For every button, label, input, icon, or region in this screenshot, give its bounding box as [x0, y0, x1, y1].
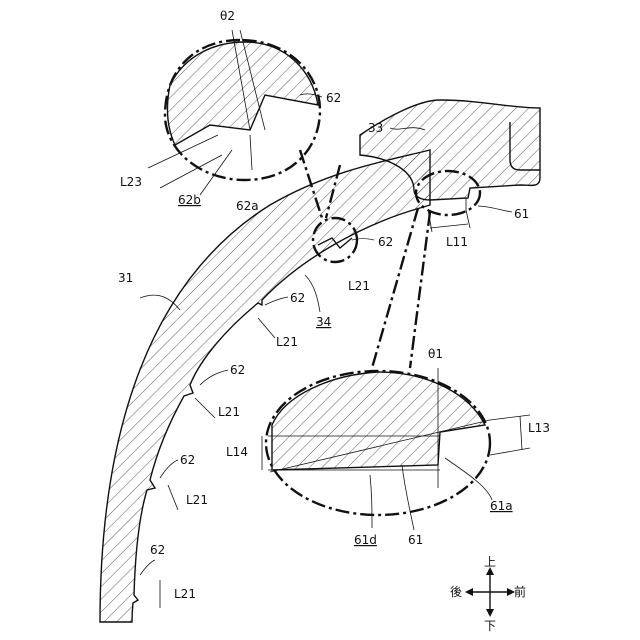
L13-dim	[520, 416, 522, 450]
label-61d: 61d	[354, 533, 377, 547]
label-62a: 62a	[236, 199, 259, 213]
label-theta1: θ1	[428, 347, 443, 361]
label-62-mid: 62	[378, 235, 393, 249]
label-62-side2: 62	[230, 363, 245, 377]
detail-62-leader-62b	[200, 150, 232, 195]
L13-ext-bottom	[490, 448, 530, 455]
label-L14: L14	[226, 445, 248, 459]
leader-61d	[370, 475, 372, 528]
label-61-bottom: 61	[408, 533, 423, 547]
label-62-side1: 62	[290, 291, 305, 305]
label-34: 34	[316, 315, 331, 329]
label-62-side4: 62	[150, 543, 165, 557]
leader-61-bottom	[402, 465, 414, 530]
label-62-side3: 62	[180, 453, 195, 467]
label-L13: L13	[528, 421, 550, 435]
label-61-top: 61	[514, 207, 529, 221]
L21-side3-dim	[168, 485, 178, 510]
leader-62-side3	[160, 460, 178, 478]
label-L21-side1: L21	[276, 335, 298, 349]
leader-62-side2	[200, 370, 228, 385]
L13-ext-top	[490, 415, 530, 420]
label-62b: 62b	[178, 193, 201, 207]
compass-arrow-left	[465, 588, 473, 596]
label-62-top: 62	[326, 91, 341, 105]
leader-34	[305, 275, 320, 312]
L21-side1-dim	[258, 318, 275, 338]
label-L21-side3: L21	[186, 493, 208, 507]
leader-62-side1	[265, 297, 288, 305]
compass-back-label: 後	[450, 585, 462, 599]
compass-up-label: 上	[484, 555, 496, 569]
label-61a: 61a	[490, 499, 513, 513]
label-L21-side2: L21	[218, 405, 240, 419]
L11-dim	[430, 224, 468, 228]
label-33: 33	[368, 121, 383, 135]
leader-61a	[445, 458, 492, 500]
label-L21-side4: L21	[174, 587, 196, 601]
compass-down-label: 下	[484, 619, 496, 633]
label-31: 31	[118, 271, 133, 285]
label-L23: L23	[120, 175, 142, 189]
compass-front-label: 前	[514, 584, 526, 599]
label-theta2: θ2	[220, 9, 235, 23]
compass-arrow-down	[486, 609, 494, 617]
L21-side2-dim	[195, 398, 215, 418]
leader-62-side4	[140, 560, 155, 575]
label-L11: L11	[446, 235, 468, 249]
label-L21-mid: L21	[348, 279, 370, 293]
leader-62-small	[352, 239, 374, 241]
leader-61-top	[478, 206, 512, 212]
detail-61-hatched-region	[272, 372, 485, 470]
detail-connector-61-right	[410, 212, 430, 368]
L11-ext-right	[466, 210, 470, 228]
detail-62-dim-line-2	[160, 155, 222, 188]
detail-connector-61-left	[372, 208, 418, 368]
detail-62-leader-62a	[250, 135, 252, 170]
